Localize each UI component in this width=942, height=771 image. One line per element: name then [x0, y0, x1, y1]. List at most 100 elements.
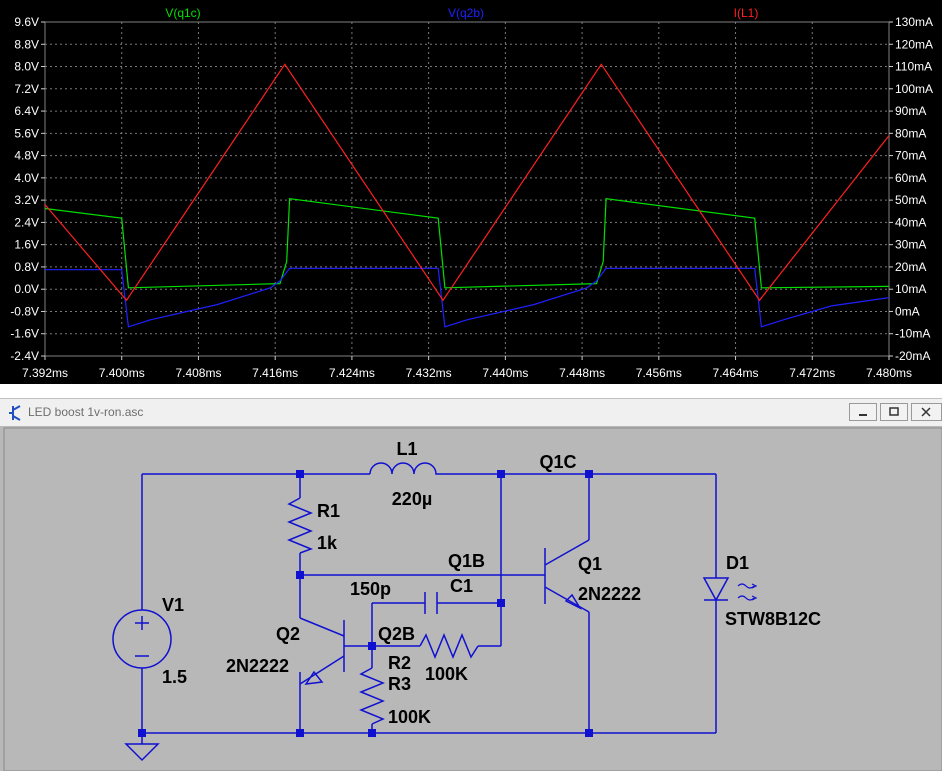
right-axis-tick-label: 50mA — [895, 193, 926, 207]
left-axis-tick-label: 4.8V — [14, 149, 39, 163]
right-axis-tick-label: 80mA — [895, 126, 926, 140]
x-axis-tick-label: 7.408ms — [175, 366, 221, 380]
left-axis-tick-label: 0.0V — [14, 282, 39, 296]
right-axis-tick-label: 30mA — [895, 238, 926, 252]
label-r2-value: 100K — [425, 664, 468, 684]
resistor-r3-symbol[interactable] — [359, 667, 385, 725]
voltage-source-v1-symbol[interactable] — [112, 609, 172, 669]
left-axis-tick-label: 3.2V — [14, 193, 39, 207]
right-axis-tick-label: -10mA — [895, 327, 930, 341]
label-q2: Q2 — [276, 624, 300, 644]
left-axis-tick-label: 2.4V — [14, 215, 39, 229]
label-l1: L1 — [396, 439, 417, 459]
right-axis-tick-label: 110mA — [895, 60, 932, 74]
label-q1b: Q1B — [448, 551, 485, 571]
left-axis-tick-label: 9.6V — [14, 15, 39, 29]
x-axis-tick-label: 7.456ms — [636, 366, 682, 380]
left-axis-tick-label: 4.0V — [14, 171, 39, 185]
left-axis-tick-label: 7.2V — [14, 82, 39, 96]
right-axis-tick-label: 10mA — [895, 282, 926, 296]
left-axis: 9.6V 8.8V 8.0V 7.2V 6.4V 5.6V 4.8V 4.0V 3.2V 2.4V… — [10, 15, 45, 363]
label-r2: R2 — [388, 653, 411, 673]
label-c1-value: 150p — [350, 579, 391, 599]
trace-vq2b[interactable] — [45, 267, 890, 328]
label-r3: R3 — [388, 674, 411, 694]
trace-label-il1[interactable]: I(L1) — [734, 6, 759, 20]
label-c1: C1 — [450, 576, 473, 596]
x-axis-tick-label: 7.448ms — [559, 366, 605, 380]
label-q1c: Q1C — [539, 452, 576, 472]
restore-button[interactable] — [880, 403, 908, 421]
right-axis-tick-label: 100mA — [895, 82, 933, 96]
led-d1-symbol[interactable] — [702, 577, 758, 602]
plot-traces — [44, 63, 890, 328]
label-v1: V1 — [162, 595, 184, 615]
x-axis-tick-label: 7.424ms — [329, 366, 375, 380]
junction-dots — [138, 470, 593, 737]
label-d1: D1 — [726, 553, 749, 573]
left-axis-tick-label: -1.6V — [10, 327, 39, 341]
right-axis-tick-label: 60mA — [895, 171, 926, 185]
left-axis-tick-label: 5.6V — [14, 126, 39, 140]
right-axis-tick-label: 20mA — [895, 260, 926, 274]
trace-label-vq1c[interactable]: V(q1c) — [165, 6, 200, 20]
schematic-background — [3, 427, 942, 771]
ground-symbol[interactable] — [124, 743, 160, 762]
trace-vq1c[interactable] — [44, 198, 890, 289]
left-axis-tick-label: -2.4V — [10, 349, 39, 363]
x-axis-tick-label: 7.416ms — [252, 366, 298, 380]
x-axis-tick-label: 7.480ms — [866, 366, 912, 380]
wires — [141, 473, 717, 744]
x-axis-tick-label: 7.472ms — [789, 366, 835, 380]
close-button[interactable] — [911, 403, 942, 421]
schematic-titlebar[interactable]: LED boost 1v-ron.asc — [0, 399, 942, 426]
schematic-canvas[interactable]: L1 220µ Q1C R1 1k Q1B Q1 2N2222 150p C1 … — [0, 426, 942, 771]
left-axis-tick-label: 1.6V — [14, 238, 39, 252]
label-d1-model: STW8B12C — [725, 609, 821, 629]
close-icon — [921, 407, 931, 417]
label-r1-value: 1k — [317, 533, 338, 553]
minimize-icon — [859, 414, 867, 416]
schematic-drawing[interactable]: L1 220µ Q1C R1 1k Q1B Q1 2N2222 150p C1 … — [0, 426, 942, 771]
inductor-l1-symbol[interactable] — [369, 462, 448, 475]
label-q1-model: 2N2222 — [578, 584, 641, 604]
label-r1: R1 — [317, 501, 340, 521]
plot-area — [44, 21, 890, 357]
label-q1: Q1 — [578, 554, 602, 574]
right-axis: 130mA120mA110mA100mA90mA80mA70mA60mA50mA… — [889, 15, 933, 363]
resistor-r1-symbol[interactable] — [287, 497, 314, 554]
minimize-button[interactable] — [849, 403, 877, 421]
label-q2-model: 2N2222 — [226, 656, 289, 676]
transistor-q2-symbol[interactable] — [299, 617, 345, 685]
left-axis-tick-label: -0.8V — [10, 304, 39, 318]
left-axis-tick-label: 0.8V — [14, 260, 39, 274]
x-axis-tick-label: 7.400ms — [99, 366, 145, 380]
x-axis-tick-label: 7.440ms — [482, 366, 528, 380]
label-q2b: Q2B — [378, 624, 415, 644]
plot-grid — [45, 22, 889, 356]
trace-il1[interactable] — [44, 63, 890, 302]
transistor-q1-symbol[interactable] — [544, 539, 590, 613]
trace-label-vq2b[interactable]: V(q2b) — [448, 6, 484, 20]
right-axis-tick-label: -20mA — [895, 349, 930, 363]
left-axis-tick-label: 8.0V — [14, 60, 39, 74]
pane-splitter[interactable] — [0, 384, 942, 399]
right-axis-tick-label: 70mA — [895, 149, 926, 163]
restore-icon — [889, 407, 899, 416]
label-r3-value: 100K — [388, 707, 431, 727]
resistor-r2-symbol[interactable] — [419, 633, 479, 659]
capacitor-c1-symbol[interactable] — [424, 592, 438, 614]
left-axis-tick-label: 8.8V — [14, 37, 39, 51]
right-axis-tick-label: 90mA — [895, 104, 926, 118]
left-axis-tick-label: 6.4V — [14, 104, 39, 118]
waveform-plot-pane[interactable]: 9.6V 8.8V 8.0V 7.2V 6.4V 5.6V 4.8V 4.0V 3.2V 2.4V… — [0, 0, 942, 384]
label-v1-value: 1.5 — [162, 667, 187, 687]
waveform-plot[interactable]: 9.6V 8.8V 8.0V 7.2V 6.4V 5.6V 4.8V 4.0V 3.2V 2.4V… — [0, 0, 942, 384]
x-axis-tick-label: 7.392ms — [22, 366, 68, 380]
right-axis-tick-label: 40mA — [895, 215, 926, 229]
right-axis-tick-label: 0mA — [895, 304, 920, 318]
x-axis-tick-label: 7.464ms — [713, 366, 759, 380]
schematic-window-title: LED boost 1v-ron.asc — [28, 405, 144, 419]
label-l1-value: 220µ — [392, 489, 432, 509]
